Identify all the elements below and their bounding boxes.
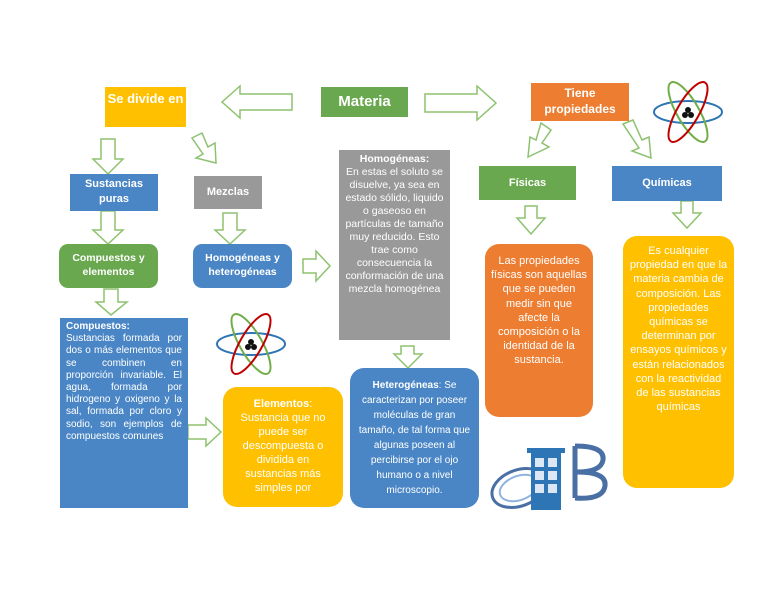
compuestos-elementos-label: Compuestos y elementos xyxy=(72,252,145,278)
elementos-body: Sustancia que no puede ser descompuesta … xyxy=(240,412,326,494)
arrow-right-elementos xyxy=(187,416,223,448)
arrow-diag-fisicas xyxy=(527,121,553,159)
fisicas-label: Físicas xyxy=(508,177,547,189)
elementos-description: Elementos: Sustancia que no puede ser de… xyxy=(223,387,343,507)
homogeneas-description: Homogéneas: En estas el soluto se disuel… xyxy=(339,150,450,340)
heterogeneas-title: Heterogéneas xyxy=(372,380,439,391)
mezclas-node: Mezclas xyxy=(194,176,262,209)
arrow-down-sustancias xyxy=(91,138,125,176)
homogeneas-heterogeneas-node: Homogéneas y heterogéneas xyxy=(193,244,292,288)
elementos-colon: : xyxy=(309,398,313,410)
arrow-diag-mezclas xyxy=(190,131,217,164)
elementos-title: Elementos xyxy=(253,398,310,410)
atom-icon xyxy=(216,313,286,375)
arrow-down-fisicas-text xyxy=(515,205,547,236)
compuestos-body: Sustancias formada por dos o más element… xyxy=(66,333,182,442)
fisicas-node: Físicas xyxy=(479,166,576,200)
lab-flask-icon xyxy=(490,443,608,510)
arrow-down-quimicas-text xyxy=(671,200,703,230)
homogeneas-title: Homogéneas: xyxy=(359,153,430,165)
compuestos-title: Compuestos: xyxy=(66,321,130,332)
heterogeneas-colon: : Se xyxy=(438,380,457,391)
se-divide-label: Se divide en xyxy=(107,91,184,106)
heterogeneas-body: caracterizan por poseer moléculas de gra… xyxy=(358,395,471,496)
arrow-down-compuestos xyxy=(91,210,125,246)
arrow-right-homogeneas xyxy=(302,249,332,283)
mezclas-label: Mezclas xyxy=(206,186,250,198)
homogeneas-body: En estas el soluto se disuelve, ya sea e… xyxy=(345,166,444,295)
arrow-down-homohetero xyxy=(213,212,247,246)
quimicas-description: Es cualquier propiedad en que la materia… xyxy=(623,236,734,488)
sustancias-puras-label: Sustancias puras xyxy=(84,178,144,205)
tiene-propiedades-label: Tiene propiedades xyxy=(544,86,616,116)
heterogeneas-description: Heterogéneas: Se caracterizan por poseer… xyxy=(350,368,479,508)
arrow-down-compuestos-text xyxy=(93,288,130,316)
fisicas-body: Las propiedades físicas son aquellas que… xyxy=(491,255,587,367)
se-divide-node: Se divide en xyxy=(105,87,186,127)
sustancias-puras-node: Sustancias puras xyxy=(70,174,158,211)
arrow-left-materia xyxy=(220,84,293,120)
atom-icon xyxy=(653,81,723,143)
materia-node: Materia xyxy=(321,87,408,117)
quimicas-node: Químicas xyxy=(612,166,722,201)
materia-label: Materia xyxy=(338,93,391,110)
arrow-right-materia xyxy=(424,84,498,122)
arrow-diag-quimicas xyxy=(621,119,652,160)
quimicas-label: Químicas xyxy=(642,177,692,189)
homogeneas-heterogeneas-label: Homogéneas y heterogéneas xyxy=(205,252,280,278)
arrow-down-heterogeneas xyxy=(392,345,424,370)
compuestos-description: Compuestos: Sustancias formada por dos o… xyxy=(60,318,188,508)
tiene-propiedades-node: Tiene propiedades xyxy=(531,83,629,121)
compuestos-elementos-node: Compuestos y elementos xyxy=(59,244,158,288)
fisicas-description: Las propiedades físicas son aquellas que… xyxy=(485,244,593,417)
quimicas-body: Es cualquier propiedad en que la materia… xyxy=(629,245,728,414)
